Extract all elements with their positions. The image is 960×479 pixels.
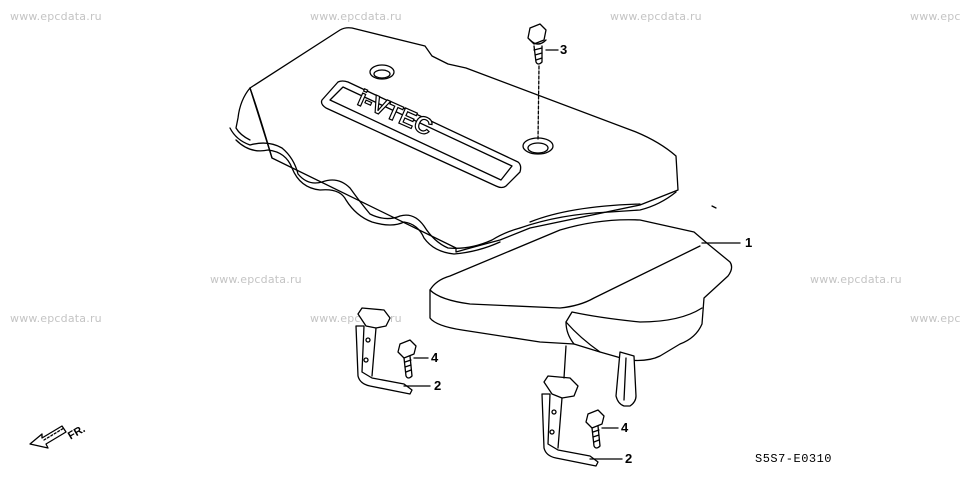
watermark: www.epcdata.ru: [210, 273, 302, 286]
callout-4-right: 4: [621, 420, 629, 435]
leader-lines: [403, 49, 741, 460]
callout-2-right: 2: [625, 451, 633, 466]
callout-2-left: 2: [434, 378, 442, 393]
watermark: www.epcdata.ru: [310, 10, 402, 23]
engine-cover-upper: [229, 27, 679, 255]
bracket-2-left: [355, 307, 413, 395]
watermark: www.epc: [910, 10, 960, 23]
bracket-2-right: [541, 345, 599, 467]
watermark: www.epc: [910, 312, 960, 325]
front-direction-arrow-icon: [29, 425, 67, 449]
bolt-4-right: [585, 409, 605, 449]
watermark: www.epcdata.ru: [10, 312, 102, 325]
callout-1: 1: [745, 235, 753, 250]
bolt-4-left: [397, 339, 417, 379]
engine-cover-part-1: [429, 219, 733, 407]
watermark: www.epcdata.ru: [610, 10, 702, 23]
diagram-code: S5S7-E0310: [755, 452, 833, 466]
bolt-3: [527, 23, 547, 141]
callout-3: 3: [560, 42, 568, 57]
watermark: www.epcdata.ru: [810, 273, 902, 286]
callout-4-left: 4: [431, 350, 439, 365]
watermark: www.epcdata.ru: [10, 10, 102, 23]
